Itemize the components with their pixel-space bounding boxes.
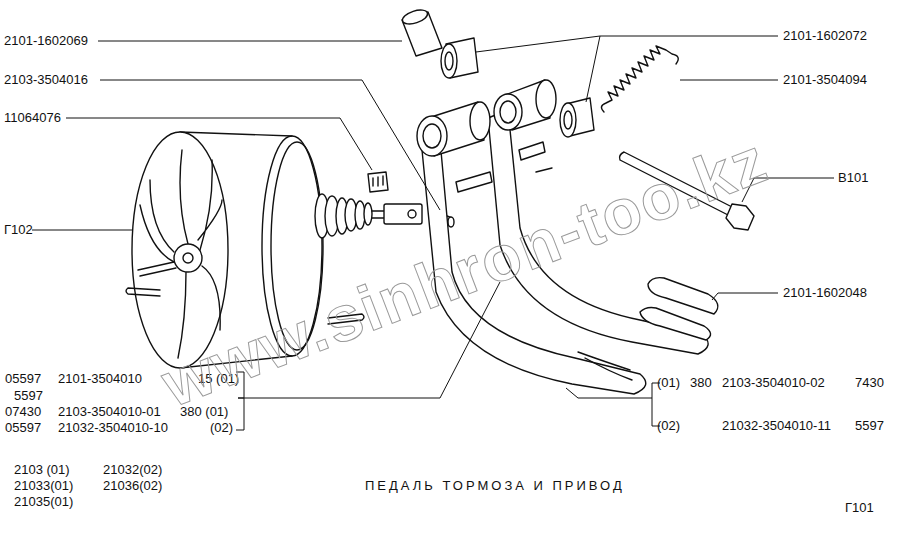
booster-rib <box>140 150 222 358</box>
pedal-pad-cover <box>640 308 711 341</box>
part-number: 21033(01) <box>14 478 73 494</box>
part-number: 5597 <box>14 388 43 404</box>
pedal-slot <box>456 172 492 192</box>
part-number: 05597 <box>5 420 41 436</box>
part-number: 2101-3504094 <box>783 72 867 88</box>
part-number: 2103-3504010-01 <box>58 404 161 420</box>
diagram-title: ПЕДАЛЬ ТОРМОЗА И ПРИВОД <box>365 478 625 493</box>
part-number: 21032(02) <box>103 462 162 478</box>
pedal-slot <box>519 142 552 172</box>
part-number: 2101-1602048 <box>783 285 867 301</box>
rod-fork <box>384 204 422 224</box>
part-number: 05597 <box>5 371 41 387</box>
part-number: 21035(01) <box>14 494 73 510</box>
part-number: (01) <box>657 375 680 391</box>
part-number: 2103-3504010-02 <box>722 375 825 391</box>
part-number: 07430 <box>5 404 41 420</box>
part-number: 2103-3504016 <box>4 72 88 88</box>
part-number: 5597 <box>855 418 884 434</box>
part-number: Г102 <box>4 222 33 238</box>
booster-hub <box>183 253 193 263</box>
watermark: www.sinhron-too.kz <box>152 122 777 421</box>
push-rod <box>372 211 384 218</box>
part-number: Г101 <box>845 500 874 516</box>
part-number: 2101-1602072 <box>783 28 867 44</box>
part-number: 11064076 <box>4 110 61 126</box>
part-number: В101 <box>838 170 868 186</box>
part-number: 21032-3504010-10 <box>58 420 168 436</box>
part-number: 7430 <box>855 375 884 391</box>
part-number: 21036(02) <box>103 478 162 494</box>
booster-rod <box>138 262 176 276</box>
part-number: (02) <box>657 418 680 434</box>
part-number: 380 <box>690 375 712 391</box>
fork-hole <box>408 210 416 218</box>
pedal-hub <box>494 94 522 130</box>
spring <box>601 46 678 112</box>
pedal-hub <box>417 116 447 156</box>
booster-stud <box>126 288 160 296</box>
part-number: 2101-3504010 <box>58 371 142 387</box>
pedal-pad <box>578 352 632 380</box>
leader-lines <box>32 36 834 430</box>
part-number: (02) <box>210 420 233 436</box>
part-number: 2101-1602069 <box>4 33 88 49</box>
part-number: 2103 (01) <box>14 462 70 478</box>
booster-hub <box>174 244 202 272</box>
part-number: 21032-3504010-11 <box>722 418 831 434</box>
spring-clip <box>368 172 388 192</box>
